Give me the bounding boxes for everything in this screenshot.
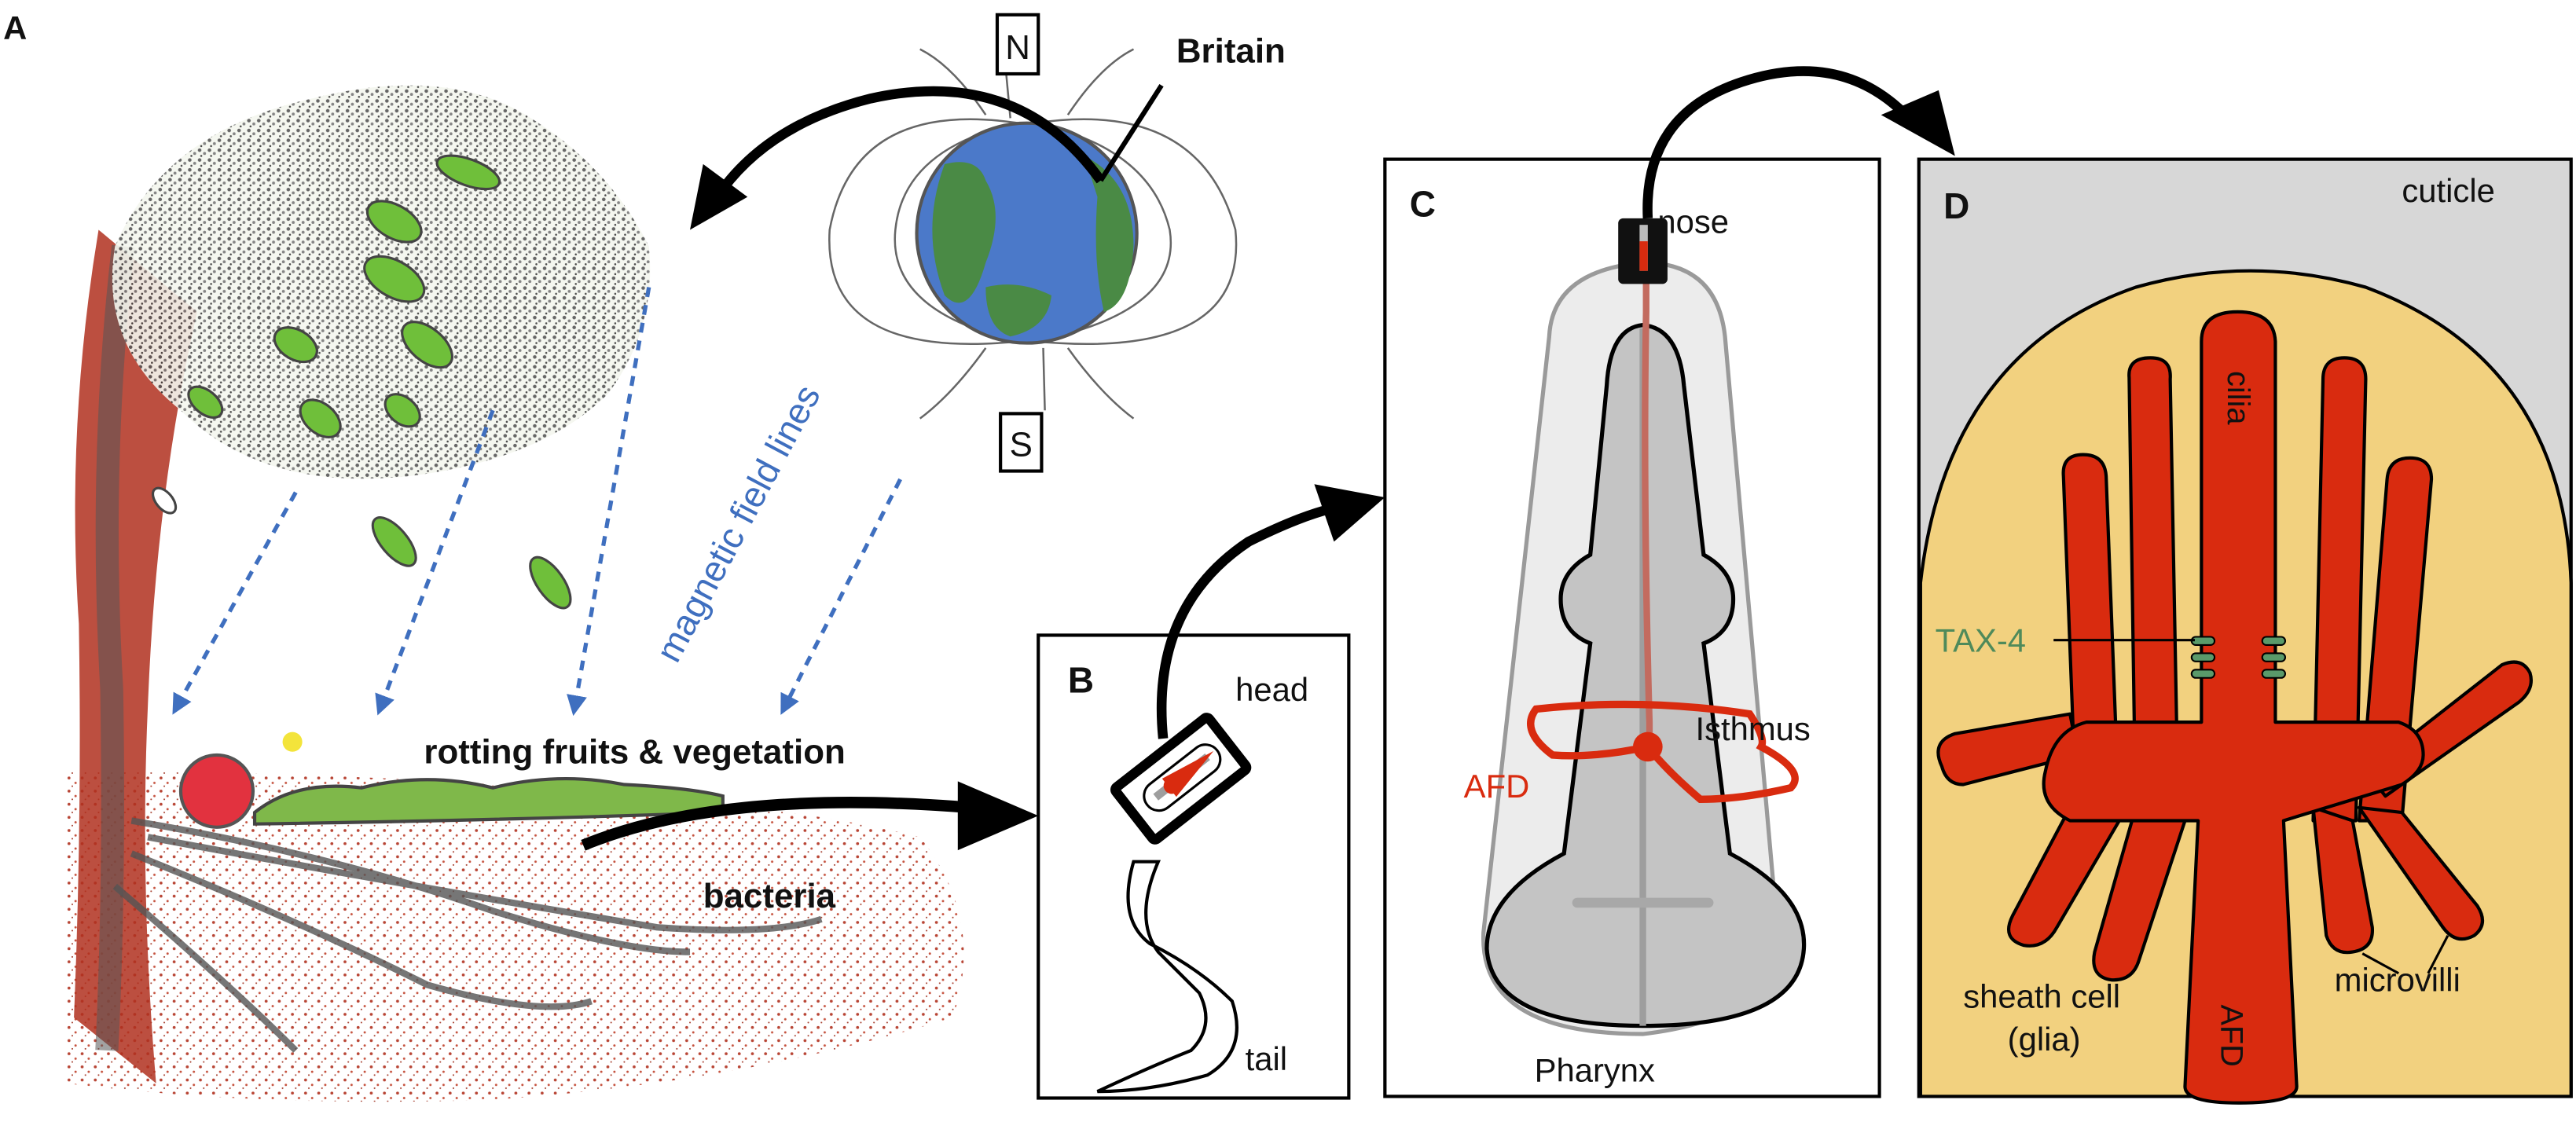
panel-a: A xyxy=(3,9,1286,1102)
britain-pointer xyxy=(1099,83,1164,182)
panel-c: C nose Isthmus AFD Pharynx xyxy=(1383,66,1955,1098)
arrow-to-panel-c-head xyxy=(1314,484,1385,542)
tax4-channel xyxy=(2261,669,2287,679)
rotting-apple xyxy=(178,753,255,829)
afd-label-d: AFD xyxy=(2214,1004,2248,1066)
bacteria-label: bacteria xyxy=(703,877,836,915)
leaf xyxy=(371,516,417,567)
tax4-channel xyxy=(2261,652,2287,662)
afd-label-c: AFD xyxy=(1464,768,1530,805)
sheath-cell-label: sheath cell xyxy=(1963,978,2120,1015)
earth-globe xyxy=(828,48,1238,420)
cuticle-label: cuticle xyxy=(2402,172,2494,209)
afd-cell-body xyxy=(1633,732,1663,762)
microvillus xyxy=(2311,805,2374,955)
field-line-1 xyxy=(172,491,298,715)
panel-d: D cuticle xyxy=(1917,157,2573,1105)
field-line-4 xyxy=(780,478,902,715)
glia-label: (glia) xyxy=(2008,1021,2081,1058)
nose-label: nose xyxy=(1657,204,1729,240)
leaf xyxy=(363,255,426,303)
leaf xyxy=(529,556,572,610)
continent-europe-africa xyxy=(1084,156,1134,312)
tax4-channels xyxy=(2190,636,2287,679)
panel-b-frame xyxy=(1037,633,1351,1100)
leaf xyxy=(401,321,453,369)
leaf xyxy=(365,200,423,244)
panel-c-label: C xyxy=(1410,184,1436,225)
fruit-stem-yellow xyxy=(282,732,303,752)
leaf xyxy=(383,393,421,428)
arrow-to-panel-c xyxy=(1156,504,1332,739)
head-zoom-box xyxy=(1110,713,1252,845)
microvilli-pointer-1 xyxy=(2361,952,2399,975)
isthmus-label: Isthmus xyxy=(1695,710,1810,747)
pharynx-label: Pharynx xyxy=(1535,1052,1655,1089)
leaf xyxy=(151,486,178,515)
panel-b: B head tail xyxy=(1037,484,1385,1100)
arrow-globe-to-tree xyxy=(718,86,1105,192)
afd-sensory-ending xyxy=(1936,310,2533,1105)
leaf xyxy=(299,398,342,438)
tax4-label: TAX-4 xyxy=(1936,622,2026,658)
south-pole-box xyxy=(999,412,1044,473)
north-label: N xyxy=(1005,28,1030,67)
continent-antarctic xyxy=(985,284,1051,337)
afd-axon-loop xyxy=(1527,700,1799,804)
panel-d-label: D xyxy=(1943,185,1969,226)
canopy-leaves xyxy=(187,154,501,438)
microvillus xyxy=(2092,805,2187,982)
panel-b-label: B xyxy=(1068,660,1094,701)
arrow-to-panel-b xyxy=(581,797,971,851)
nose-afd-tip xyxy=(1639,241,1648,271)
microvillus xyxy=(2357,805,2484,941)
leaf xyxy=(273,326,318,364)
arrow-to-panel-b-head xyxy=(957,781,1039,851)
tree-roots xyxy=(112,817,823,1053)
tree-trunk-shading xyxy=(95,244,135,1051)
britain-label: Britain xyxy=(1176,31,1286,70)
afd-cilium xyxy=(2042,310,2425,1105)
afd-dendrite xyxy=(1642,254,1653,742)
tax4-channel xyxy=(2190,652,2216,662)
fruits-label: rotting fruits & vegetation xyxy=(424,732,845,771)
arrow-globe-to-tree-head xyxy=(690,163,748,230)
leaf xyxy=(187,385,224,419)
tax4-channel xyxy=(2190,636,2216,647)
falling-leaves xyxy=(151,486,572,610)
continent-americas xyxy=(932,162,996,303)
tail-label: tail xyxy=(1246,1040,1287,1077)
head-label: head xyxy=(1235,671,1308,708)
rotting-vegetation xyxy=(252,777,725,826)
south-label: S xyxy=(1010,426,1033,464)
microvillus xyxy=(2127,356,2181,823)
tax4-channel xyxy=(2190,669,2216,679)
microvilli-pointer-2 xyxy=(2427,934,2449,974)
leaf xyxy=(435,154,501,191)
arrow-to-panel-d xyxy=(1642,66,1910,219)
microvillus xyxy=(2311,356,2368,823)
north-pole-box xyxy=(995,13,1040,76)
panel-a-label: A xyxy=(3,9,27,46)
cilia-label: cilia xyxy=(2221,371,2255,425)
worm-body xyxy=(1096,860,1238,1094)
magnetic-field-lines-label: magnetic field lines xyxy=(648,378,828,668)
tax4-channel xyxy=(2261,636,2287,647)
microvillus xyxy=(2007,805,2121,948)
arrow-to-panel-d-head xyxy=(1881,90,1955,156)
magnetic-field-lines xyxy=(172,287,902,717)
microvilli-label: microvilli xyxy=(2335,962,2460,999)
